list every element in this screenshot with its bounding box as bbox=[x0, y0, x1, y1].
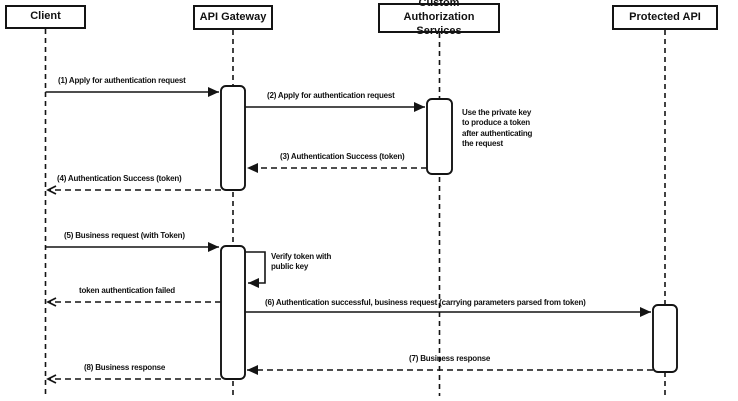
actor-custom-auth-label: Custom Authorization Services bbox=[403, 0, 475, 37]
actor-protected-api: Protected API bbox=[612, 5, 718, 30]
message-9-label: (7) Business response bbox=[409, 354, 491, 363]
activation-api-gateway-2 bbox=[220, 245, 246, 380]
actor-client: Client bbox=[5, 5, 86, 29]
message-2-label: (2) Apply for authentication request bbox=[267, 91, 395, 100]
message-1-label: (1) Apply for authentication request bbox=[58, 76, 186, 85]
actor-client-label: Client bbox=[30, 10, 61, 23]
message-4-label: (4) Authentication Success (token) bbox=[57, 174, 182, 183]
actor-protected-api-label: Protected API bbox=[629, 10, 701, 23]
actor-api-gateway: API Gateway bbox=[193, 5, 273, 30]
message-6-self-arrow bbox=[245, 251, 266, 288]
actor-api-gateway-label: API Gateway bbox=[199, 10, 267, 23]
private-key-note: Use the private key to produce a token a… bbox=[462, 108, 533, 149]
message-5-label: (5) Business request (with Token) bbox=[64, 231, 185, 240]
message-8-label: (6) Authentication successful, business … bbox=[265, 298, 586, 307]
message-6-self-label: Verify token with public key bbox=[271, 252, 332, 272]
message-7-label: token authentication failed bbox=[79, 286, 175, 295]
message-10-label: (8) Business response bbox=[84, 363, 166, 372]
actor-custom-auth: Custom Authorization Services bbox=[378, 0, 500, 37]
activation-protected-api bbox=[652, 304, 678, 373]
message-3-label: (3) Authentication Success (token) bbox=[280, 152, 405, 161]
activation-api-gateway-1 bbox=[220, 85, 246, 191]
activation-custom-auth bbox=[426, 98, 453, 175]
